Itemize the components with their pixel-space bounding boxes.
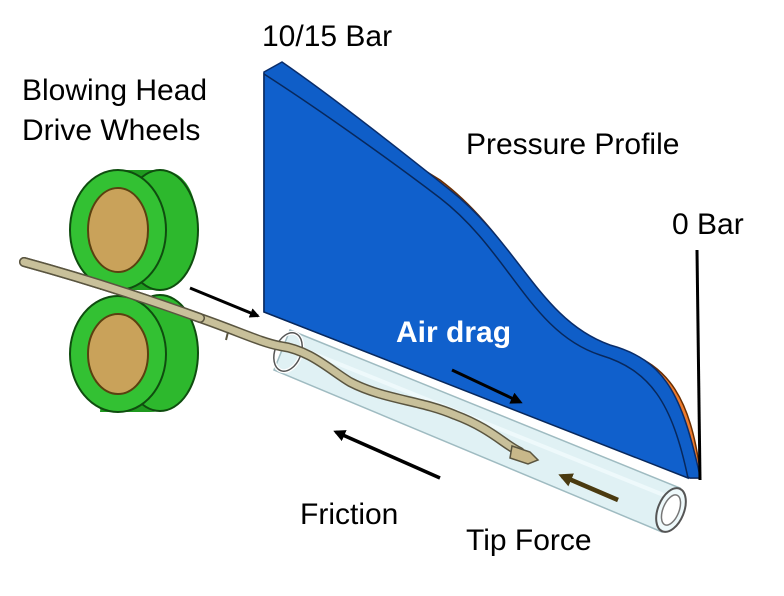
drive-wheel-upper xyxy=(69,169,199,291)
cable-tip xyxy=(509,445,540,465)
label-air-drag: Air drag xyxy=(396,316,512,349)
drive-arrow xyxy=(189,286,260,318)
label-high-pressure: 10/15 Bar xyxy=(262,20,393,53)
label-drive-wheels: Drive Wheels xyxy=(22,114,201,147)
drive-wheel-lower xyxy=(69,294,199,413)
wheel-hub-lower xyxy=(87,313,149,395)
label-friction: Friction xyxy=(300,498,399,531)
zero-bar-line xyxy=(695,249,702,481)
friction-arrow xyxy=(333,430,441,480)
air-drag-arrow xyxy=(451,368,523,404)
wheel-hub-upper xyxy=(87,187,149,273)
tip-force-arrow xyxy=(558,473,619,503)
cable-front-segment xyxy=(20,258,204,322)
pressure-profile-front xyxy=(263,72,690,480)
label-blowing-head: Blowing Head xyxy=(22,74,208,107)
label-tip-force: Tip Force xyxy=(466,524,592,557)
label-pressure-profile: Pressure Profile xyxy=(466,128,680,161)
label-zero-pressure: 0 Bar xyxy=(672,208,744,241)
